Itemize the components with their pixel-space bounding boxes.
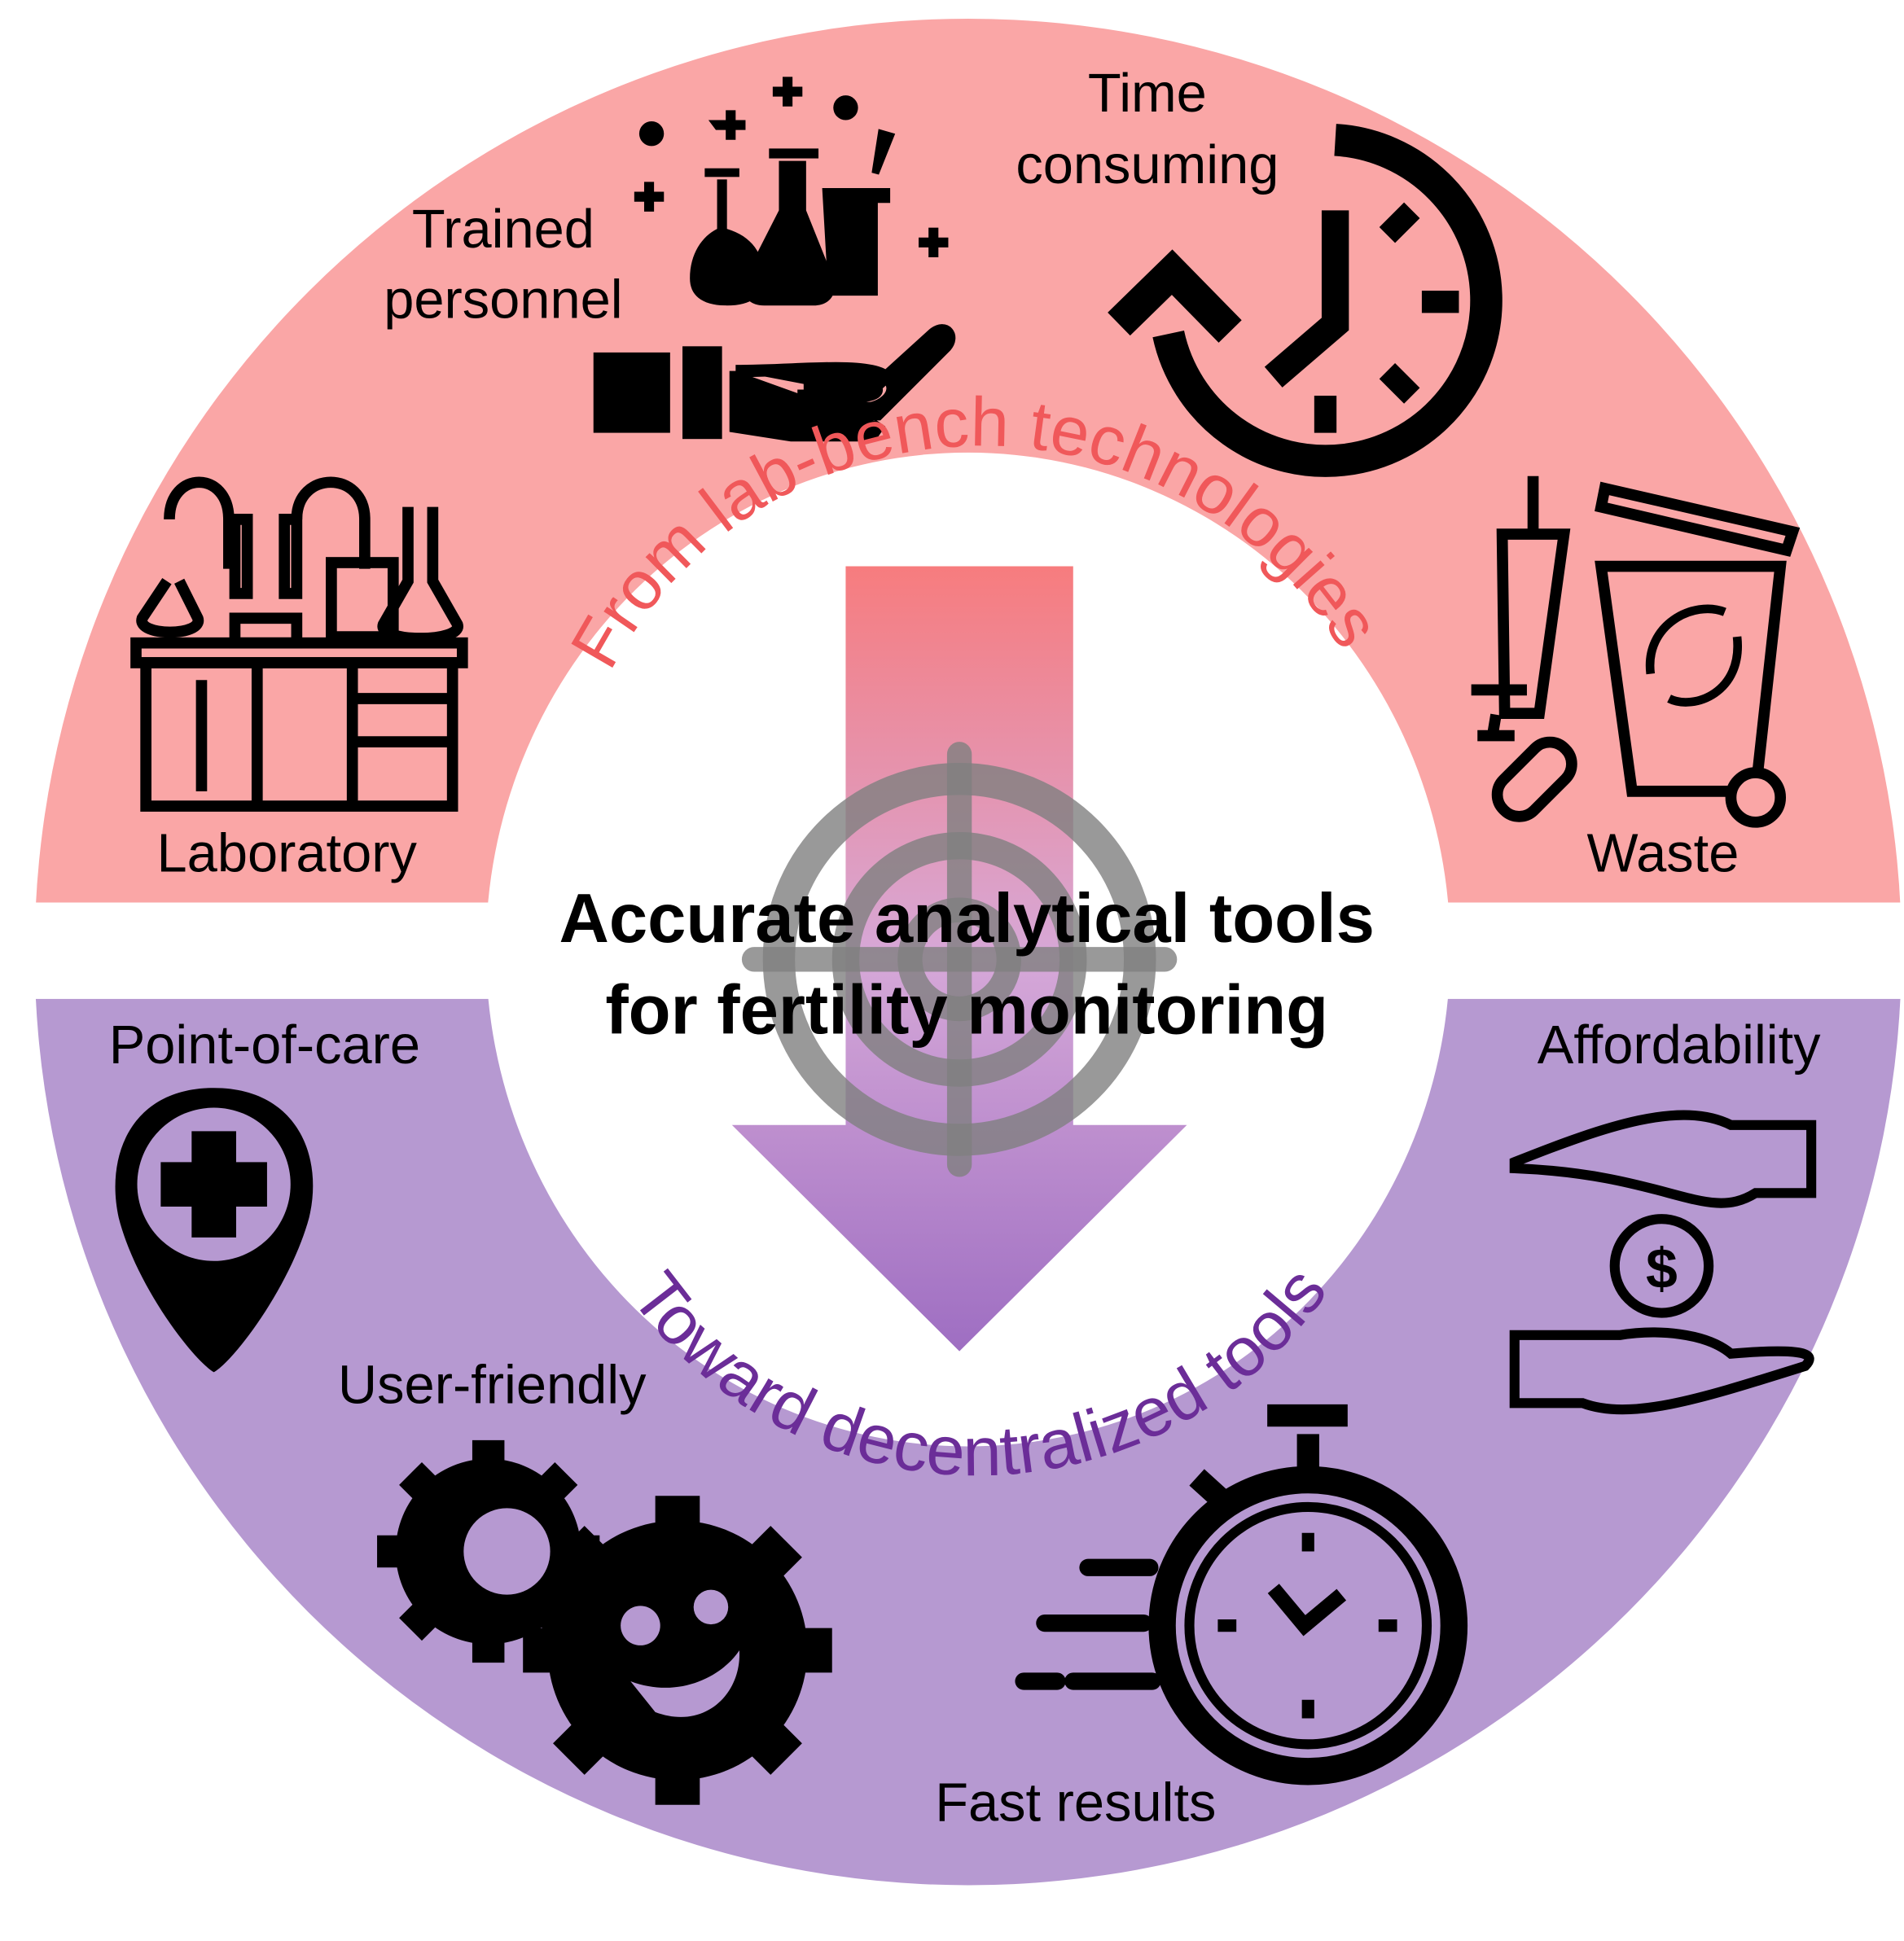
down-arrow xyxy=(731,566,1187,1352)
hands-money-icon: $ xyxy=(1509,1110,1817,1415)
arc-top-text: From lab-bench technologies xyxy=(556,383,1395,680)
label-waste: Waste xyxy=(1587,824,1739,884)
center-title-line1: Accurate analytical tools xyxy=(559,880,1375,957)
center-title-line2: for fertility monitoring xyxy=(605,971,1328,1049)
laboratory-icon xyxy=(130,476,468,812)
target-icon xyxy=(741,742,1178,1177)
label-consuming: consuming xyxy=(1016,135,1279,195)
label-user-friendly: User-friendly xyxy=(338,1355,647,1415)
location-pin-medical-icon xyxy=(115,1088,314,1373)
label-fast-results: Fast results xyxy=(935,1773,1216,1834)
waste-bin-icon xyxy=(1471,475,1801,828)
arc-bottom-text: Toward decentralized tools xyxy=(617,1254,1342,1492)
label-personnel: personnel xyxy=(384,269,622,330)
label-laboratory: Laboratory xyxy=(157,824,418,884)
smiling-gears-icon xyxy=(377,1439,832,1805)
label-time: Time xyxy=(1088,64,1207,124)
label-trained: Trained xyxy=(412,199,594,260)
label-point-of-care: Point-of-care xyxy=(109,1015,420,1076)
dollar-sign: $ xyxy=(1646,1237,1678,1300)
label-affordability: Affordability xyxy=(1538,1015,1821,1076)
